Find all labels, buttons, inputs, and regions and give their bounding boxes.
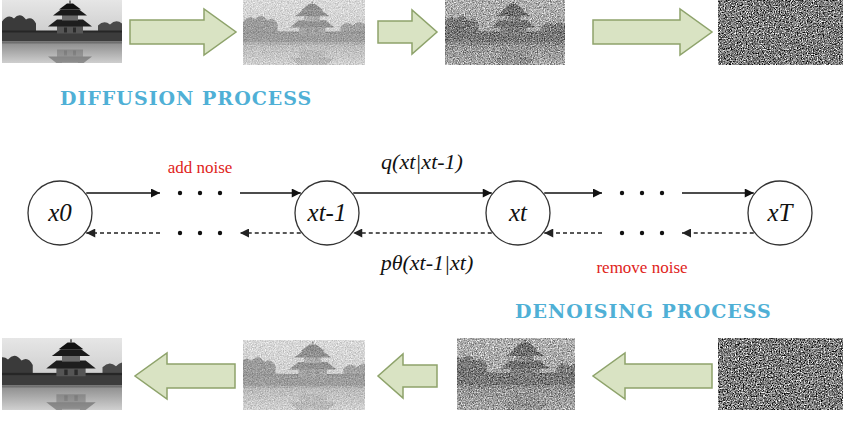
dot: [620, 231, 624, 235]
circle-shape: [748, 181, 812, 245]
dot: [620, 191, 624, 195]
arrow-segment: [353, 192, 492, 193]
noisy-image: [444, 0, 566, 84]
state-label: xt-1: [308, 199, 347, 227]
block-arrow: [593, 353, 712, 399]
step-note: add noise: [168, 158, 233, 178]
dot: [660, 231, 664, 235]
block-arrow: [593, 9, 712, 55]
block-arrow: [378, 10, 437, 54]
dot: [640, 231, 644, 235]
transition-formula: pθ(xt-1|xt): [379, 250, 476, 275]
block-arrow: [130, 9, 236, 55]
block-arrow: [135, 353, 235, 399]
dot: [198, 191, 202, 195]
state-label: xt: [509, 199, 527, 227]
circle-shape: [28, 181, 92, 245]
arrow-segment: [544, 192, 602, 193]
slightly-noisy-image: [238, 340, 369, 430]
clean-image: [2, 0, 122, 83]
state-label: x0: [48, 199, 72, 227]
dot: [660, 191, 664, 195]
ellipsis-dots: [178, 191, 664, 235]
reverse-arrow: [86, 233, 301, 234]
transition-formula: q(xt|xt-1): [379, 149, 465, 174]
process-title: DIFFUSION PROCESS: [60, 88, 312, 110]
arrow-segment: [682, 232, 754, 233]
clean-image: [0, 338, 130, 430]
forward-arrow: [86, 193, 301, 194]
block-arrows: [130, 9, 712, 399]
dot: [178, 231, 182, 235]
arrow-segment: [86, 192, 160, 193]
pure-noise-image: [718, 0, 843, 66]
arrow-segment: [682, 192, 754, 193]
noisy-image: [449, 338, 584, 430]
reverse-arrow: [544, 233, 754, 234]
dot: [198, 231, 202, 235]
arrow-segment: [544, 232, 602, 233]
circle-shape: [486, 181, 550, 245]
arrow-segment: [86, 232, 160, 233]
dot: [218, 191, 222, 195]
state-circle: xT: [747, 180, 813, 246]
process-title: DENOISING PROCESS: [515, 301, 772, 323]
dot: [218, 231, 222, 235]
state-circle: x0: [27, 180, 93, 246]
forward-arrow: [544, 193, 754, 194]
circle-shape: [295, 181, 359, 245]
reverse-arrow: [353, 233, 492, 234]
arrow-segment: [240, 232, 301, 233]
dot: [640, 191, 644, 195]
step-note: remove noise: [596, 258, 687, 278]
forward-arrow: [353, 193, 492, 194]
arrow-segment: [240, 192, 301, 193]
block-arrow: [378, 354, 437, 398]
state-label: xT: [768, 199, 793, 227]
state-circle: xt: [485, 180, 551, 246]
slightly-noisy-image: [243, 0, 365, 84]
arrow-segment: [353, 232, 492, 233]
dot: [178, 191, 182, 195]
pure-noise-image: [713, 338, 845, 410]
state-circle: xt-1: [294, 180, 360, 246]
